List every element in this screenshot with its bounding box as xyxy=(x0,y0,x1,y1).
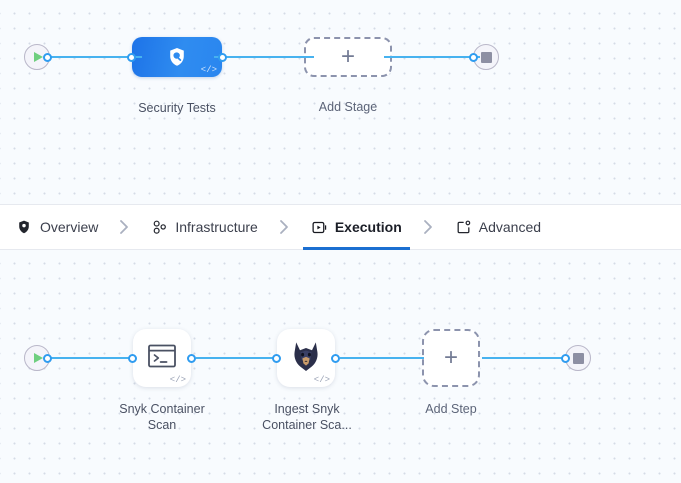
tab-advanced[interactable]: Advanced xyxy=(455,204,541,250)
execution-end-port[interactable] xyxy=(561,353,570,363)
step-node-ingest-snyk[interactable]: </> xyxy=(272,329,340,387)
pipeline-tabbar[interactable]: Overview Infrastructure xyxy=(0,204,681,250)
stage-connector-2 xyxy=(214,56,314,58)
step-node-body[interactable]: </> xyxy=(133,329,191,387)
stage-code-badge: </> xyxy=(200,65,217,75)
step-code-badge: </> xyxy=(169,375,186,385)
execution-start-port[interactable] xyxy=(43,353,52,363)
step-label-line1: Ingest Snyk xyxy=(274,402,340,416)
play-icon xyxy=(34,52,43,62)
tab-advanced-label: Advanced xyxy=(478,219,542,235)
plus-icon: + xyxy=(443,344,458,371)
snyk-dog-icon xyxy=(292,340,320,377)
box-gear-icon xyxy=(455,219,471,235)
stop-icon xyxy=(572,352,584,364)
nodes-icon xyxy=(151,219,167,235)
shield-search-icon xyxy=(132,37,222,77)
step-label-line1: Snyk Container xyxy=(119,402,205,416)
pipeline-start-circle[interactable] xyxy=(24,44,50,70)
pipeline-start-port[interactable] xyxy=(43,52,52,62)
stage-output-port[interactable] xyxy=(218,52,227,62)
tab-infrastructure[interactable]: Infrastructure xyxy=(151,204,258,250)
execution-start-node[interactable] xyxy=(24,345,52,371)
step-connector-3 xyxy=(340,357,424,359)
stage-node-security-tests[interactable]: </> xyxy=(127,37,227,77)
tab-separator-1 xyxy=(118,218,131,236)
step2-input-port[interactable] xyxy=(272,353,281,363)
stage-input-port[interactable] xyxy=(127,52,136,62)
stage-connector-3 xyxy=(384,56,480,58)
tab-separator-3 xyxy=(422,218,435,236)
plus-icon: + xyxy=(340,43,355,70)
tab-separator-2 xyxy=(278,218,291,236)
add-stage-node[interactable]: + xyxy=(304,37,392,77)
pipeline-start-node[interactable] xyxy=(24,44,52,70)
step2-output-port[interactable] xyxy=(331,353,340,363)
step-label-line2: Scan xyxy=(147,418,177,432)
step1-output-port[interactable] xyxy=(187,353,196,363)
step-connector-2 xyxy=(196,357,280,359)
play-icon xyxy=(34,353,43,363)
shield-icon xyxy=(16,219,32,235)
add-step-label: Add Step xyxy=(425,402,477,416)
tab-infrastructure-label: Infrastructure xyxy=(175,219,258,235)
stage-label-security-tests: Security Tests xyxy=(138,101,216,115)
step-label-snyk-container-scan: Snyk Container Scan xyxy=(92,401,232,433)
execution-graph-canvas[interactable]: </> Snyk Container Scan xyxy=(0,250,681,483)
step-node-body[interactable]: </> xyxy=(277,329,335,387)
step-node-snyk-container-scan[interactable]: </> xyxy=(128,329,196,387)
add-stage-label: Add Stage xyxy=(318,100,378,114)
step-label-ingest-snyk: Ingest Snyk Container Sca... xyxy=(236,401,378,433)
terminal-icon xyxy=(147,343,177,374)
add-step-node[interactable]: + xyxy=(422,329,480,387)
play-box-icon xyxy=(311,219,327,235)
stage-graph-canvas[interactable]: </> Security Tests + Add Stage xyxy=(0,0,681,204)
tab-execution-label: Execution xyxy=(334,219,402,235)
tab-execution[interactable]: Execution xyxy=(302,204,410,250)
stop-icon xyxy=(480,51,492,63)
step-connector-4 xyxy=(482,357,568,359)
stage-node-body[interactable]: </> xyxy=(132,37,222,77)
add-stage-box[interactable]: + xyxy=(304,37,392,77)
pipeline-end-port[interactable] xyxy=(469,52,478,62)
step-label-line2: Container Sca... xyxy=(262,418,352,432)
stage-connector-1 xyxy=(46,56,142,58)
tab-overview-label: Overview xyxy=(40,219,99,235)
step-connector-1 xyxy=(46,357,136,359)
step-code-badge: </> xyxy=(313,375,330,385)
execution-end-node[interactable] xyxy=(561,345,591,371)
pipeline-end-node[interactable] xyxy=(469,44,499,70)
step1-input-port[interactable] xyxy=(128,353,137,363)
tab-overview[interactable]: Overview xyxy=(16,204,98,250)
add-step-box[interactable]: + xyxy=(422,329,480,387)
